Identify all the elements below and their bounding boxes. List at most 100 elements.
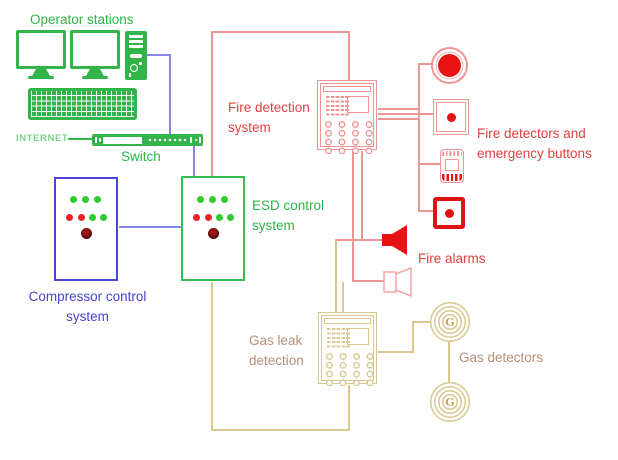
gas-detector-letter: G — [445, 395, 455, 409]
tower-vent-slot — [129, 45, 143, 48]
computer-tower-icon — [125, 31, 147, 80]
alarm-line — [352, 151, 354, 282]
tower-detail — [129, 73, 131, 77]
fire-loop-line — [378, 113, 434, 115]
fire-loop-line — [378, 108, 420, 110]
status-led — [100, 214, 107, 221]
keyboard-icon — [28, 88, 137, 120]
gas-detector-letter: G — [445, 315, 455, 329]
esd-gas-line — [211, 282, 213, 431]
esd-gas-line — [348, 385, 350, 431]
tower-switch-line — [146, 54, 171, 56]
panel-display — [347, 96, 369, 113]
status-led — [89, 214, 96, 221]
gas-detector-line — [412, 321, 432, 323]
tower-vent-slot — [129, 35, 143, 38]
gas-detector-link-line — [448, 341, 450, 384]
esd-fire-line — [348, 31, 350, 81]
emergency-stop-led — [81, 228, 92, 239]
gas-detector-icon: G — [430, 382, 470, 422]
panel-face — [320, 83, 378, 154]
fire-detectors-label: Fire detectors and emergency buttons — [477, 126, 592, 161]
panel-keypad — [325, 352, 379, 386]
esd-fire-line — [211, 31, 350, 33]
switch-esd-line — [193, 146, 195, 177]
switch-detail — [95, 137, 97, 143]
monitor-stand-icon — [86, 69, 104, 76]
status-led — [193, 214, 200, 221]
gas-detector-line — [412, 321, 414, 353]
switch-detail — [199, 137, 201, 143]
switch-detail — [194, 138, 197, 141]
call-point-window — [445, 159, 459, 171]
panel-display — [347, 328, 369, 345]
gas-detector-icon: G — [430, 302, 470, 342]
compressor-control-panel — [54, 177, 118, 281]
esd-fire-line — [211, 31, 213, 176]
alarm-line — [361, 151, 363, 240]
status-led — [197, 196, 204, 203]
esd-gas-line — [211, 429, 350, 431]
status-led — [227, 214, 234, 221]
esd-control-panel — [181, 176, 245, 281]
status-led — [216, 214, 223, 221]
emergency-button-center — [444, 208, 454, 218]
status-led — [70, 196, 77, 203]
monitor-base-icon — [82, 76, 108, 79]
fire-detection-panel — [317, 80, 378, 154]
monitor-icon — [16, 30, 66, 69]
emergency-button-icon — [433, 197, 465, 229]
panel-face — [321, 315, 379, 386]
keyboard-keys — [31, 91, 134, 117]
status-led — [66, 214, 73, 221]
fire-alarm-horn-icon — [382, 225, 407, 255]
fire-detector-icon — [433, 99, 469, 135]
internet-label: INTERNET — [16, 133, 69, 144]
emergency-stop-led — [208, 228, 219, 239]
switch-ports — [148, 137, 188, 143]
fire-detector-face — [436, 102, 466, 132]
tower-switch-line — [169, 54, 171, 135]
status-led — [205, 214, 212, 221]
panel-grille — [326, 96, 349, 117]
switch-label: Switch — [121, 149, 161, 164]
compressor-esd-line — [119, 226, 181, 228]
tower-drive-slot — [130, 54, 142, 58]
detector-riser-line — [418, 63, 420, 212]
call-point-stripes — [442, 174, 462, 181]
panel-top-bar — [323, 86, 371, 92]
smoke-detector-center — [438, 54, 461, 77]
tower-led — [139, 62, 142, 65]
panel-keypad — [324, 120, 378, 154]
call-point-stripes — [442, 151, 462, 156]
gas-alarm-line — [335, 241, 337, 312]
fire-alarm-speaker-icon — [383, 266, 412, 298]
fire-detection-label: Fire detection system — [228, 100, 310, 135]
gas-alarm-line — [342, 282, 344, 312]
gas-detectors-label: Gas detectors — [459, 350, 544, 365]
tower-power-button — [130, 64, 138, 72]
horn-line — [335, 239, 385, 241]
operator-stations-label: Operator stations — [30, 12, 134, 27]
monitor-icon — [70, 30, 120, 69]
monitor-base-icon — [28, 76, 54, 79]
panel-grille — [327, 328, 350, 349]
gas-detector-line — [378, 351, 414, 353]
emergency-button-line — [418, 210, 434, 212]
manual-call-point-icon — [440, 149, 464, 183]
switch-detail — [190, 137, 192, 143]
fire-alarms-label: Fire alarms — [418, 251, 486, 266]
status-led — [209, 196, 216, 203]
gas-leak-label: Gas leak detection — [249, 333, 304, 368]
call-point-line — [418, 163, 441, 165]
monitor-stand-icon — [32, 69, 50, 76]
status-led — [221, 196, 228, 203]
panel-top-bar — [324, 318, 371, 324]
smoke-detector-line — [418, 63, 433, 65]
esd-label: ESD control system — [252, 198, 325, 233]
network-switch-icon — [92, 134, 203, 146]
fire-detector-led — [446, 112, 456, 122]
status-led — [82, 196, 89, 203]
switch-display — [103, 136, 142, 144]
